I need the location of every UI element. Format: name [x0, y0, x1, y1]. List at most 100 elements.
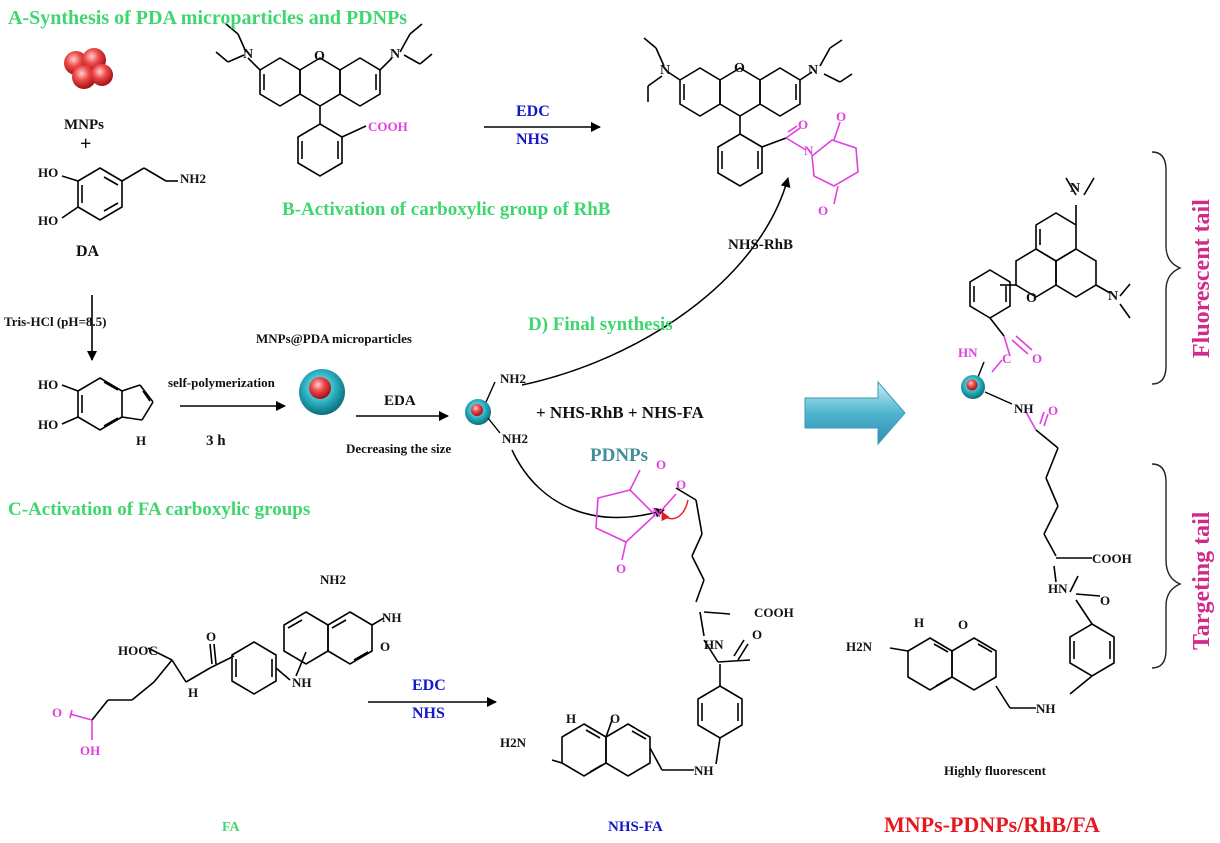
atom-nh2-pdnp1: NH2: [500, 371, 526, 386]
atom-o-product1: O: [1032, 351, 1043, 366]
atom-ho-ind1: HO: [38, 377, 59, 392]
atom-o-nhsfa-succ2: O: [616, 561, 627, 576]
atom-c-product: C: [1002, 351, 1012, 366]
atom-nh-nhsfa: NH: [694, 763, 714, 778]
reactants-label: + NHS-RhB + NHS-FA: [536, 403, 704, 422]
atom-n-rhb2: N: [390, 47, 401, 62]
brace-targeting: [1151, 463, 1182, 669]
atom-h2n-nhsfa: H2N: [500, 735, 526, 750]
atom-ho-da1: HO: [38, 165, 59, 180]
atom-nh-fa-ring: NH: [382, 610, 402, 625]
fa-structure: [91, 611, 385, 721]
atom-nh-product: NH: [1014, 401, 1034, 416]
red-curve-arrow: [661, 499, 689, 522]
atom-nh-fa-amine: NH: [292, 675, 312, 690]
fa-label: FA: [222, 820, 240, 835]
time-label: 3 h: [206, 433, 226, 449]
atom-n-product1: N: [1070, 181, 1081, 196]
atom-o-fa-ring: O: [380, 639, 391, 654]
nhs-bottom-label: NHS: [412, 705, 445, 722]
product-structure: [889, 177, 1131, 709]
pda-microparticle: [299, 369, 345, 415]
atom-nh2-da: NH2: [180, 171, 206, 186]
atom-h2n-product: H2N: [846, 639, 872, 654]
nhs-fa-label: NHS-FA: [608, 819, 663, 835]
atom-o-product-ring: O: [958, 617, 969, 632]
atom-o-fa-amide: O: [206, 629, 217, 644]
atom-o-product2: O: [1048, 403, 1059, 418]
decreasing-size-label: Decreasing the size: [346, 441, 452, 456]
atom-o-nhsfa-succ1: O: [656, 457, 667, 472]
nhs-ester-fa: [595, 469, 677, 561]
nhs-fa-structure: [551, 487, 751, 777]
nhs-ester-rhb: [785, 121, 859, 205]
atom-hooc-fa: HOOC: [118, 643, 158, 658]
atom-o-nhsfa-carbonyl: O: [676, 477, 687, 492]
eda-label: EDA: [384, 393, 416, 409]
atom-ho-ind2: HO: [38, 417, 59, 432]
atom-cooh-rhb: COOH: [368, 119, 408, 134]
edc-top-label: EDC: [516, 103, 550, 120]
targeting-tail-label: Targeting tail: [1189, 511, 1215, 650]
atom-oh-fa-acid: OH: [80, 743, 101, 758]
product-linker-highlight: [991, 335, 1049, 431]
section-a-title: A-Synthesis of PDA microparticles and PD…: [8, 7, 408, 29]
brace-fluorescent: [1151, 151, 1182, 385]
atom-o-nhsrhb: O: [734, 61, 745, 76]
atom-o-nhsrhb-succ2: O: [818, 203, 829, 218]
atom-n-product2: N: [1108, 289, 1119, 304]
product-particle: [961, 361, 1013, 405]
atom-nh2-pdnp2: NH2: [502, 431, 528, 446]
atom-o-nhsrhb-succ1: O: [836, 109, 847, 124]
nhs-top-label: NHS: [516, 131, 549, 148]
da-label: DA: [76, 243, 100, 260]
atom-h-product: H: [914, 615, 925, 630]
pdnps-label: PDNPs: [590, 445, 649, 466]
rhb-structure: [215, 23, 433, 177]
atom-o-nhsfa-ring: O: [610, 711, 621, 726]
atom-h-nhsfa: H: [566, 711, 577, 726]
atom-hn-product: HN: [958, 345, 978, 360]
atom-n-nhsrhb1: N: [660, 63, 671, 78]
pdnp-amine: [465, 381, 501, 434]
self-polymerization-label: self-polymerization: [168, 375, 275, 390]
nhs-rhb-label: NHS-RhB: [728, 237, 794, 253]
atom-o-fa-acid: O: [52, 705, 63, 720]
plus-sign: +: [80, 133, 92, 155]
atom-n-nhsfa-succ: N: [652, 505, 662, 520]
atom-nh-product-amine: NH: [1036, 701, 1056, 716]
atom-o-product-xanthene: O: [1026, 291, 1037, 306]
nhs-rhb-structure: [643, 37, 853, 187]
edc-bottom-label: EDC: [412, 677, 446, 694]
mnps-label: MNPs: [64, 117, 104, 133]
section-d-title: D) Final synthesis: [528, 314, 673, 335]
product-label: MNPs-PDNPs/RhB/FA: [884, 812, 1100, 837]
atom-cooh-nhsfa: COOH: [754, 605, 794, 620]
atom-n-rhb1: N: [243, 47, 254, 62]
highly-fluorescent-label: Highly fluorescent: [944, 763, 1046, 778]
indole-structure: [61, 377, 154, 431]
dopamine-structure: [61, 167, 178, 221]
atom-o-nhsrhb-carbonyl: O: [798, 117, 809, 132]
fa-carboxyl-highlight: [69, 709, 93, 740]
atom-o-rhb: O: [314, 49, 325, 64]
curve-arrow-rhb: [521, 177, 791, 386]
atom-cooh-product: COOH: [1092, 551, 1132, 566]
atom-n-nhsrhb-succ: N: [804, 143, 814, 158]
atom-h-ind: H: [136, 433, 147, 448]
fluorescent-tail-label: Fluorescent tail: [1189, 199, 1215, 358]
big-arrow: [804, 380, 906, 446]
tris-label: Tris-HCl (pH=8.5): [4, 314, 107, 329]
mnps-cluster: [64, 48, 113, 89]
atom-n-nhsrhb2: N: [808, 63, 819, 78]
atom-o-product-amide: O: [1100, 593, 1111, 608]
atom-ho-da2: HO: [38, 213, 59, 228]
atom-hn-product-amide: HN: [1048, 581, 1068, 596]
microparticle-label: MNPs@PDA microparticles: [256, 331, 412, 346]
atom-h-fa: H: [188, 685, 199, 700]
section-b-title: B-Activation of carboxylic group of RhB: [282, 199, 611, 220]
section-c-title: C-Activation of FA carboxylic groups: [8, 499, 311, 520]
atom-hn-nhsfa: HN: [704, 637, 724, 652]
atom-nh2-fa: NH2: [320, 572, 346, 587]
